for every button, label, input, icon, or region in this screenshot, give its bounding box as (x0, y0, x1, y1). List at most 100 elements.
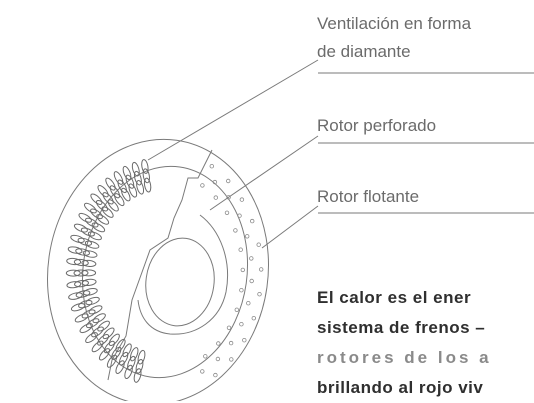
hub-inner (145, 237, 215, 327)
vent-slot (109, 185, 121, 199)
description-line-2: sistema de frenos – (317, 318, 486, 337)
vent-slot (73, 258, 89, 267)
vent-slot (81, 309, 96, 319)
leader-diamond (147, 59, 319, 161)
vent-slot (122, 165, 132, 181)
vent-slot (79, 323, 93, 334)
drilled-hole (242, 338, 247, 343)
vent-slot (78, 212, 92, 223)
drilled-hole (209, 163, 214, 169)
vent-slot (68, 292, 83, 300)
vent-slot (73, 223, 88, 233)
vent-slot (97, 333, 110, 346)
callout-diamond-line1: Ventilación en forma (317, 14, 472, 33)
vent-slot (129, 347, 139, 362)
drilled-hole (246, 301, 251, 306)
drilled-hole (226, 195, 231, 200)
vent-slot (137, 349, 146, 365)
vent-slot (80, 227, 95, 237)
vent-slot (115, 338, 126, 353)
vent-slot (97, 185, 109, 198)
vent-slot (128, 183, 138, 198)
vent-slot (83, 287, 98, 296)
vent-slot (78, 299, 93, 309)
vent-slot (98, 348, 111, 361)
rotor-hub (137, 214, 229, 335)
vent-slot (121, 187, 131, 202)
vent-slot (85, 217, 99, 228)
leader-floating (261, 205, 319, 249)
vent-slot (86, 318, 100, 329)
vent-slot (74, 280, 89, 288)
vent-slot (133, 170, 142, 186)
drilled-hole (249, 218, 255, 224)
vent-slot (106, 354, 118, 368)
vent-slot (143, 177, 152, 193)
vent-slot (91, 222, 106, 233)
vent-slot (114, 193, 125, 207)
vent-slot (105, 177, 116, 191)
vent-slot (102, 327, 115, 340)
vent-slot (81, 259, 97, 267)
vent-slot (81, 269, 97, 277)
callout-floating-rotor: Rotor flotante (317, 187, 420, 206)
leader-drilled (209, 135, 319, 211)
drilled-hole (249, 278, 254, 284)
vent-slot (65, 269, 81, 277)
vent-slot (133, 368, 142, 383)
vent-slot (74, 313, 89, 323)
vent-slot (66, 257, 82, 266)
vent-slot (90, 208, 103, 220)
drilled-hole (226, 325, 232, 330)
vent-slot (115, 360, 125, 374)
vent-slot (131, 161, 140, 177)
drilled-hole (215, 356, 221, 362)
vent-slot (70, 303, 86, 312)
drilled-hole (238, 247, 243, 252)
vent-slot (103, 340, 115, 354)
vent-slot (135, 358, 144, 374)
vent-slot (84, 240, 100, 249)
vent-slot (96, 214, 110, 225)
vent-slot (108, 333, 120, 347)
vent-slot (124, 364, 133, 380)
callout-diamond-ventilation: Ventilación en forma de diamante (317, 10, 471, 66)
drilled-holes (200, 163, 264, 378)
vent-slot (88, 305, 103, 315)
drilled-hole (200, 369, 205, 374)
vent-slot (92, 313, 106, 324)
drilled-hole (233, 228, 238, 233)
vent-slot (107, 199, 119, 212)
drilled-hole (225, 178, 231, 184)
vent-slot (102, 192, 114, 205)
description-text: El calor es el ener sistema de frenos – … (317, 283, 534, 403)
rotor-inner-track (81, 165, 249, 379)
vent-slot (77, 237, 93, 246)
drilled-hole (229, 357, 234, 362)
drilled-hole (216, 341, 221, 346)
vent-slot (85, 332, 98, 344)
vent-slot (111, 346, 122, 360)
drilled-hole (249, 256, 254, 261)
vent-slot (81, 278, 97, 286)
vent-slot (118, 351, 129, 366)
vent-slot (75, 290, 91, 298)
vent-slot (70, 234, 85, 243)
vent-slot (85, 296, 100, 306)
drilled-hole (213, 195, 218, 200)
drilled-hole (237, 213, 242, 218)
vent-slot (141, 159, 149, 174)
vent-slot (136, 180, 145, 195)
vent-slot (127, 355, 136, 371)
drilled-hole (244, 234, 250, 239)
diamond-vents (65, 159, 152, 383)
drilled-hole (251, 316, 256, 321)
vent-slot (66, 281, 82, 289)
vent-slot (122, 343, 132, 358)
drilled-hole (200, 183, 205, 188)
drilled-hole (224, 210, 230, 215)
description-line-1: El calor es el ener (317, 288, 472, 307)
drilled-hole (257, 292, 262, 297)
cutaway-edge (107, 149, 213, 381)
